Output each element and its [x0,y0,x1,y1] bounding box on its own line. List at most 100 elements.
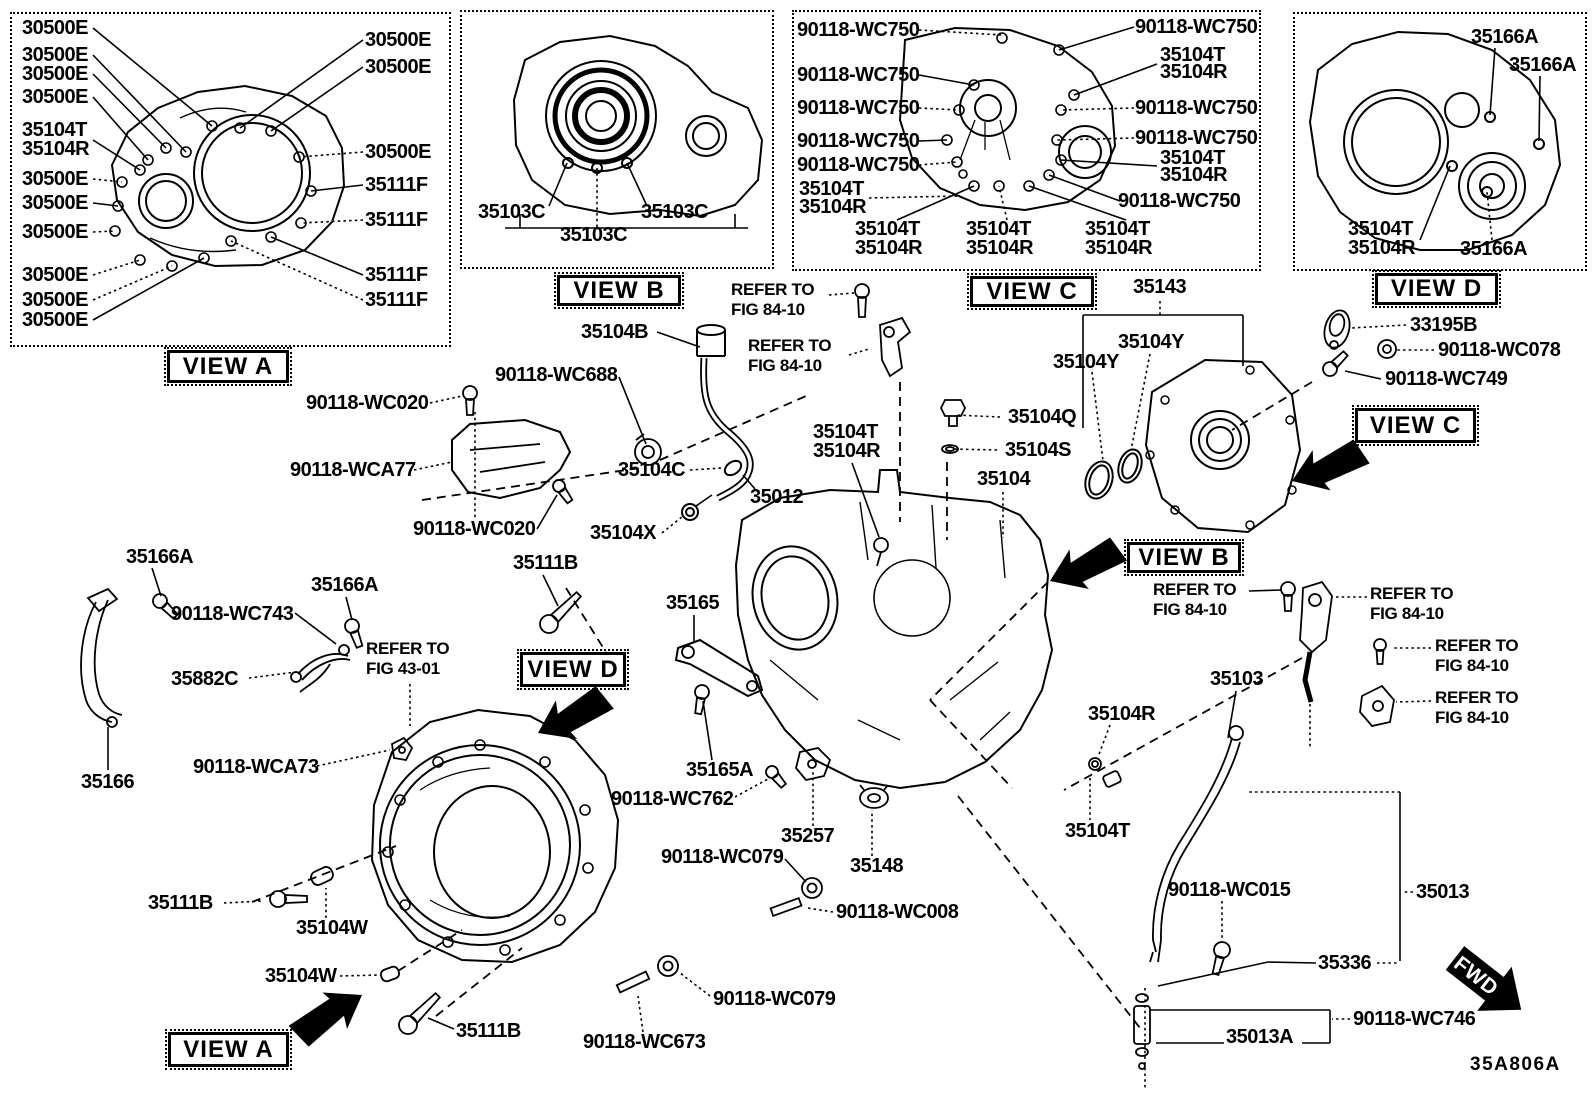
leader-line [270,66,364,132]
part-label: 35012 [750,486,804,508]
view-c-banner-top: VIEW C [967,273,1097,310]
leader-line [300,219,364,224]
part-label: 30500E [22,63,88,85]
leader-line [1231,381,1313,431]
leader-line [565,587,623,679]
leader-line [1028,185,1127,221]
part-label: 35104R [1085,237,1153,259]
part-label: 35111F [365,264,428,286]
part-label: REFER TO FIG 84-10 [731,279,815,319]
part-label: REFER TO FIG 84-10 [748,335,832,375]
part-label: 35104T [1348,218,1413,240]
part-label: 90118-WC078 [1438,339,1561,361]
leader-line [298,151,364,158]
leader-line [918,139,948,142]
leader-line [954,414,1001,418]
part-label: 30500E [22,221,88,243]
oil-hose-35012-drawing [681,324,754,521]
part-label: 35104R [966,237,1034,259]
part-label: 35143 [1133,276,1187,298]
leader-lines-layer [92,26,1541,1090]
part-label: 30500E [22,289,88,311]
view-d-drawing [1308,30,1562,251]
part-label: 90118-WC749 [1385,368,1508,390]
part-label: 90118-WC762 [611,788,734,810]
leader-line [918,29,1003,36]
part-label: 35111B [456,1020,521,1042]
leader-line [270,236,364,276]
part-label: 90118-WC746 [1353,1008,1476,1030]
leader-line [92,27,213,127]
view-c-box [792,10,1261,271]
part-label: 30500E [365,29,431,51]
part-label: REFER TO FIG 84-10 [1370,583,1454,623]
part-label: 35104C [618,459,686,481]
leader-line [1048,174,1121,202]
part-label: 90118-WC020 [413,518,536,540]
part-label: 35882C [171,668,239,690]
part-label: 90118-WC020 [306,392,429,414]
part-label: 35104T [966,218,1031,240]
leader-line [92,230,116,233]
part-label: 30500E [365,141,431,163]
part-label: 35104R [813,440,881,462]
breather-pipe-35166-drawing [80,587,414,761]
leader-line [1130,353,1151,451]
figure-code: 35A806A [1470,1054,1561,1075]
leader-line [339,974,381,977]
part-label: 35103C [478,201,546,223]
view-d-banner-mid: VIEW D [517,649,629,690]
part-label: 35104T [799,178,864,200]
leader-line [230,240,364,301]
leader-line [248,671,297,679]
part-label: 35103C [641,201,709,223]
drain-plug-drawing [939,399,967,454]
part-label: 35104Y [1053,351,1119,373]
part-label: 35104T [1065,820,1130,842]
part-label: 90118-WC750 [1135,127,1258,149]
leader-line [92,96,149,161]
leader-line [679,972,711,997]
leader-line [294,612,337,645]
view-b-drawing [505,34,764,229]
part-label: 30500E [22,17,88,39]
part-label: REFER TO FIG 84-10 [1435,635,1519,675]
leader-line [1157,961,1269,987]
part-label: REFER TO FIG 43-01 [366,638,450,678]
part-label: 90118-WC750 [797,64,920,86]
view-c-direction-arrow [1284,433,1374,502]
part-label: 35166A [1509,54,1577,76]
part-label: 35111F [365,289,428,311]
part-label: 35104S [1005,439,1071,461]
part-label: 35104R [1160,61,1228,83]
part-label: 35103C [560,224,628,246]
main-case-drawing [734,469,1054,790]
view-b-banner-top: VIEW B [554,272,684,309]
leader-line [421,467,641,501]
part-label: 35104T [22,119,87,141]
part-label: 90118-WC750 [797,97,920,119]
leader-line [1227,690,1237,739]
leader-line [1267,961,1317,964]
part-label: 35166 [81,771,135,793]
leader-line [868,195,959,199]
leader-line [929,699,1013,789]
leader-line [397,929,463,972]
part-label: 35104B [581,321,649,343]
leader-line [1419,165,1451,241]
leader-line [689,467,723,471]
leader-line [1060,159,1158,167]
part-label: 90118-WC750 [797,130,920,152]
part-label: 90118-WC079 [713,988,836,1010]
leader-line [92,178,123,183]
leader-line [929,581,1049,701]
part-label: 90118-WC008 [836,901,959,923]
leader-line [918,161,958,166]
leader-line [92,259,141,276]
part-label: 35104T [813,421,878,443]
part-label: 33195B [1410,314,1478,336]
leader-line [661,515,684,534]
leader-line [1063,657,1303,791]
